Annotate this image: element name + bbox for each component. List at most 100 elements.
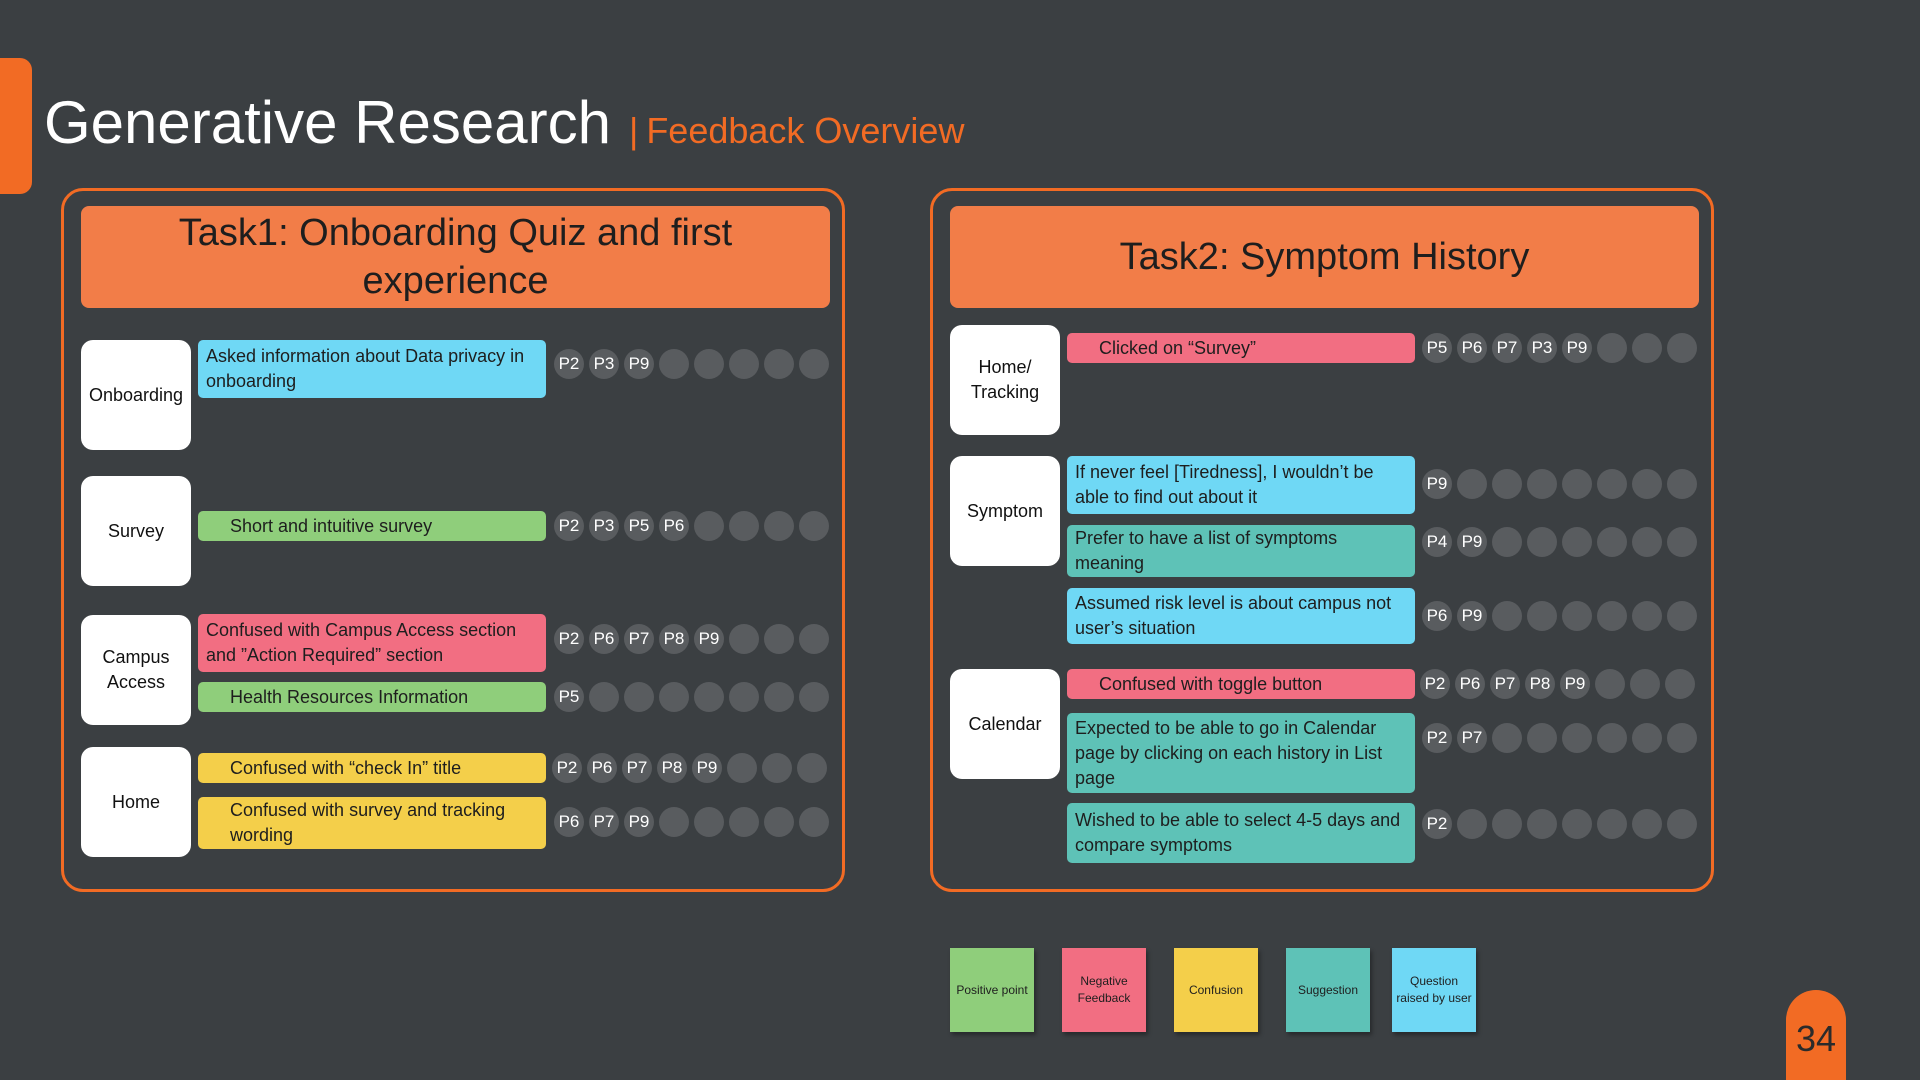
empty-participant-slot — [1595, 669, 1625, 699]
empty-participant-slot — [1527, 601, 1557, 631]
empty-participant-slot — [1562, 601, 1592, 631]
note-calendar-navigation: Expected to be able to go in Calendar pa… — [1067, 713, 1415, 793]
note-data-privacy: Asked information about Data privacy in … — [198, 340, 546, 398]
participant-badge: P9 — [1457, 527, 1487, 557]
participants-health-resources: P5 — [554, 682, 829, 712]
empty-participant-slot — [1562, 527, 1592, 557]
empty-participant-slot — [1665, 669, 1695, 699]
title-subtitle: Feedback Overview — [646, 110, 965, 151]
participant-badge: P9 — [692, 753, 722, 783]
empty-participant-slot — [1527, 469, 1557, 499]
participant-badge: P9 — [694, 624, 724, 654]
participant-badge: P9 — [624, 349, 654, 379]
title-separator: | — [628, 110, 639, 151]
empty-participant-slot — [727, 753, 757, 783]
participant-badge: P9 — [1422, 469, 1452, 499]
note-campus-access-confusion: Confused with Campus Access section and … — [198, 614, 546, 672]
empty-participant-slot — [1632, 333, 1662, 363]
participant-badge: P7 — [1490, 669, 1520, 699]
empty-participant-slot — [799, 624, 829, 654]
empty-participant-slot — [729, 349, 759, 379]
participant-badge: P2 — [554, 511, 584, 541]
participant-badge: P2 — [1422, 809, 1452, 839]
task1-heading: Task1: Onboarding Quiz and first experie… — [81, 206, 830, 308]
legend-question: Question raised by user — [1392, 948, 1476, 1032]
empty-participant-slot — [1492, 601, 1522, 631]
title-main: Generative Research — [44, 89, 611, 156]
participant-badge: P3 — [589, 511, 619, 541]
participant-badge: P7 — [589, 807, 619, 837]
task1-panel — [61, 188, 845, 892]
empty-participant-slot — [764, 349, 794, 379]
empty-participant-slot — [1562, 469, 1592, 499]
page-number: 34 — [1786, 990, 1846, 1080]
empty-participant-slot — [1632, 601, 1662, 631]
empty-participant-slot — [1632, 527, 1662, 557]
empty-participant-slot — [1632, 723, 1662, 753]
task2-heading: Task2: Symptom History — [950, 206, 1699, 308]
category-campus-access: Campus Access — [81, 615, 191, 725]
participant-badge: P7 — [1457, 723, 1487, 753]
category-calendar: Calendar — [950, 669, 1060, 779]
empty-participant-slot — [694, 511, 724, 541]
participant-badge: P5 — [1422, 333, 1452, 363]
empty-participant-slot — [659, 349, 689, 379]
participant-badge: P2 — [552, 753, 582, 783]
empty-participant-slot — [659, 682, 689, 712]
note-check-in-title: Confused with “check In” title — [198, 753, 546, 783]
empty-participant-slot — [1667, 333, 1697, 363]
empty-participant-slot — [624, 682, 654, 712]
empty-participant-slot — [1562, 809, 1592, 839]
note-clicked-survey: Clicked on “Survey” — [1067, 333, 1415, 363]
participant-badge: P6 — [554, 807, 584, 837]
participant-badge: P2 — [554, 624, 584, 654]
participant-badge: P9 — [1457, 601, 1487, 631]
empty-participant-slot — [1527, 809, 1557, 839]
empty-participant-slot — [1667, 469, 1697, 499]
legend-confusion: Confusion — [1174, 948, 1258, 1032]
empty-participant-slot — [1667, 601, 1697, 631]
participant-badge: P2 — [1420, 669, 1450, 699]
note-compare-days: Wished to be able to select 4-5 days and… — [1067, 803, 1415, 863]
empty-participant-slot — [1597, 527, 1627, 557]
empty-participant-slot — [1597, 469, 1627, 499]
empty-participant-slot — [1457, 469, 1487, 499]
empty-participant-slot — [694, 349, 724, 379]
empty-participant-slot — [1492, 469, 1522, 499]
empty-participant-slot — [1667, 723, 1697, 753]
participant-badge: P9 — [1560, 669, 1590, 699]
task2-panel — [930, 188, 1714, 892]
empty-participant-slot — [729, 682, 759, 712]
participant-badge: P7 — [624, 624, 654, 654]
participant-badge: P9 — [1562, 333, 1592, 363]
empty-participant-slot — [762, 753, 792, 783]
legend-negative-feedback: Negative Feedback — [1062, 948, 1146, 1032]
note-risk-level: Assumed risk level is about campus not u… — [1067, 588, 1415, 644]
empty-participant-slot — [1562, 723, 1592, 753]
empty-participant-slot — [1527, 527, 1557, 557]
empty-participant-slot — [729, 807, 759, 837]
legend-suggestion: Suggestion — [1286, 948, 1370, 1032]
empty-participant-slot — [799, 511, 829, 541]
participant-badge: P6 — [1457, 333, 1487, 363]
participant-badge: P3 — [1527, 333, 1557, 363]
empty-participant-slot — [764, 807, 794, 837]
participant-badge: P6 — [1422, 601, 1452, 631]
empty-participant-slot — [764, 511, 794, 541]
category-onboarding: Onboarding — [81, 340, 191, 450]
participant-badge: P8 — [659, 624, 689, 654]
empty-participant-slot — [1527, 723, 1557, 753]
empty-participant-slot — [1597, 723, 1627, 753]
empty-participant-slot — [1667, 809, 1697, 839]
empty-participant-slot — [694, 682, 724, 712]
empty-participant-slot — [1632, 469, 1662, 499]
